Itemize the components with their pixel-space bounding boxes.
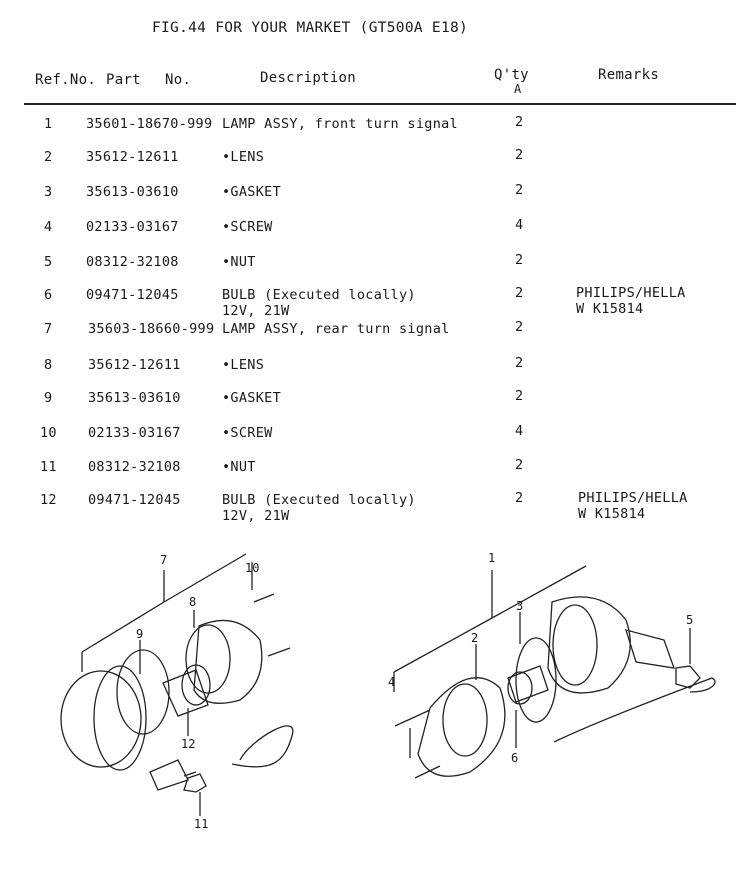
row-10-part-no: 02133-03167	[88, 425, 181, 441]
row-6-ref-no: 6	[44, 287, 53, 303]
row-1-quantity: 2	[515, 114, 524, 130]
row-6-remark: PHILIPS/HELLA	[576, 285, 686, 301]
row-8-part-no: 35612-12611	[88, 357, 181, 373]
row-6-description-line2: 12V, 21W	[222, 303, 290, 319]
callout-9: 9	[136, 627, 143, 641]
row-2-part-no: 35612-12611	[86, 149, 179, 165]
row-5-description: •NUT	[222, 254, 256, 270]
callout-6: 6	[511, 751, 518, 765]
row-4-part-no: 02133-03167	[86, 219, 179, 235]
row-11-part-no: 08312-32108	[88, 459, 181, 475]
row-10-ref-no: 10	[40, 425, 57, 441]
header-remarks: Remarks	[598, 67, 660, 83]
row-3-description: •GASKET	[222, 184, 281, 200]
row-3-quantity: 2	[515, 182, 524, 198]
row-6-description: BULB (Executed locally)	[222, 287, 416, 303]
row-2-quantity: 2	[515, 147, 524, 163]
row-12-quantity: 2	[515, 490, 524, 506]
row-6-quantity: 2	[515, 285, 524, 301]
row-6-remark-line2: W K15814	[576, 301, 644, 317]
row-12-remark-line2: W K15814	[578, 506, 646, 522]
row-5-quantity: 2	[515, 252, 524, 268]
row-9-description: •GASKET	[222, 390, 281, 406]
row-1-ref-no: 1	[44, 116, 53, 132]
callout-5: 5	[686, 613, 693, 627]
header-description: Description	[260, 70, 357, 86]
row-3-ref-no: 3	[44, 184, 53, 200]
row-9-ref-no: 9	[44, 390, 53, 406]
row-7-part-no: 35603-18660-999	[88, 321, 215, 337]
header-qty: Q'ty	[494, 67, 529, 83]
row-4-ref-no: 4	[44, 219, 53, 235]
callout-7: 7	[160, 553, 167, 567]
row-8-description: •LENS	[222, 357, 265, 373]
row-2-description: •LENS	[222, 149, 265, 165]
row-7-quantity: 2	[515, 319, 524, 335]
header-part: Part	[106, 72, 141, 88]
row-5-part-no: 08312-32108	[86, 254, 179, 270]
callout-3: 3	[516, 599, 523, 613]
callout-11: 11	[194, 817, 208, 831]
page-title: FIG.44 FOR YOUR MARKET (GT500A E18)	[152, 20, 469, 36]
row-7-description: LAMP ASSY, rear turn signal	[222, 321, 450, 337]
callout-1: 1	[488, 551, 495, 565]
row-11-quantity: 2	[515, 457, 524, 473]
callout-8: 8	[189, 595, 196, 609]
header-rule	[24, 103, 736, 105]
row-6-part-no: 09471-12045	[86, 287, 179, 303]
row-4-description: •SCREW	[222, 219, 273, 235]
callout-10: 10	[245, 561, 259, 575]
row-7-ref-no: 7	[44, 321, 53, 337]
row-10-quantity: 4	[515, 423, 524, 439]
row-9-quantity: 2	[515, 388, 524, 404]
row-5-ref-no: 5	[44, 254, 53, 270]
row-11-description: •NUT	[222, 459, 256, 475]
row-9-part-no: 35613-03610	[88, 390, 181, 406]
row-4-quantity: 4	[515, 217, 524, 233]
row-1-description: LAMP ASSY, front turn signal	[222, 116, 458, 132]
row-12-ref-no: 12	[40, 492, 57, 508]
row-11-ref-no: 11	[40, 459, 57, 475]
exploded-diagram: 7 10 8 9 12 11 1 3 2 5 4 6	[60, 551, 716, 831]
row-8-ref-no: 8	[44, 357, 53, 373]
row-8-quantity: 2	[515, 355, 524, 371]
header-no: No.	[165, 72, 192, 88]
callout-4: 4	[388, 675, 395, 689]
header-qty-sub: A	[514, 82, 522, 96]
row-1-part-no: 35601-18670-999	[86, 116, 213, 132]
callout-12: 12	[181, 737, 195, 751]
header-ref-no: Ref.No.	[35, 72, 97, 88]
row-12-remark: PHILIPS/HELLA	[578, 490, 688, 506]
row-2-ref-no: 2	[44, 149, 53, 165]
row-10-description: •SCREW	[222, 425, 273, 441]
callout-2: 2	[471, 631, 478, 645]
row-12-part-no: 09471-12045	[88, 492, 181, 508]
row-12-description: BULB (Executed locally)	[222, 492, 416, 508]
row-3-part-no: 35613-03610	[86, 184, 179, 200]
row-12-description-line2: 12V, 21W	[222, 508, 290, 524]
